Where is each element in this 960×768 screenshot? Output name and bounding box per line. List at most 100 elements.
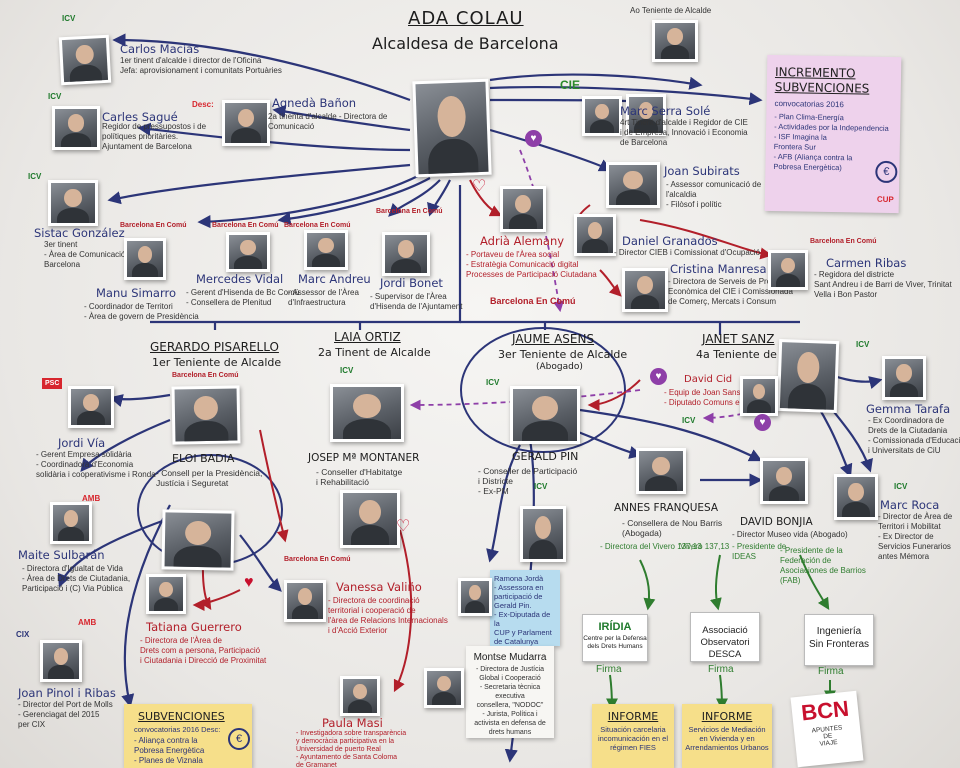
ada-colau-photo <box>412 78 492 178</box>
teniente-label: Ao Teniente de Alcalde <box>630 6 712 15</box>
mayor-title: Alcaldesa de Barcelona <box>372 34 559 53</box>
teniente-photo <box>652 20 698 62</box>
cix-logo: CIX <box>16 630 30 639</box>
sistac-photo <box>48 180 98 226</box>
mudarra-photo <box>424 668 464 708</box>
ortiz-photo <box>330 384 404 442</box>
bonjia-role: - Director Museo vida (Abogado) <box>732 530 848 539</box>
subvenciones-sub: convocatorias 2016 Desc: <box>134 725 221 734</box>
serra-name: Marc Serra Solé <box>620 104 711 118</box>
icv-logo-4: ICV <box>340 366 354 375</box>
roca-photo <box>834 474 878 520</box>
valino-name: Vanessa Valiño <box>336 580 422 594</box>
sague-photo <box>52 106 100 150</box>
icv-logo-9: ICV <box>894 482 908 491</box>
mercedes-name: Mercedes Vidal <box>196 272 284 286</box>
granados-photo <box>574 214 616 256</box>
pisarello-photo <box>171 385 241 445</box>
icv-logo-6: ICV <box>682 416 696 425</box>
euro-icon-2: € <box>228 728 250 750</box>
asens-name: JAUME ASENS <box>512 332 595 346</box>
valino-photo <box>284 580 326 622</box>
agneda-photo <box>222 100 270 146</box>
icv-logo-2: ICV <box>48 92 62 101</box>
subaran-role: - Directora d'Igualtat de Vida- Àrea de … <box>22 564 131 593</box>
manresa-photo <box>622 268 668 312</box>
franquesa-vivero: - Directora del Vivero 137,13 <box>600 542 702 551</box>
carlos-name: Carlos Macías <box>120 42 200 56</box>
subvenciones-note: SUBVENCIONES convocatorias 2016 Desc: - … <box>124 704 252 768</box>
via-photo <box>68 386 114 428</box>
alemany-role: - Portaveu de l'Àrea social- Estratègia … <box>466 250 597 279</box>
heart-icon-2: ♥ <box>244 574 254 591</box>
badia-photo <box>161 509 235 571</box>
via-name: Jordi Vía <box>58 436 106 450</box>
informe-title-1: INFORME <box>607 710 659 723</box>
bec-logo-2: Barcelona En Comú <box>212 222 279 229</box>
icv-logo-7: ICV <box>856 340 870 349</box>
broken-heart-icon: ♥ <box>525 130 542 147</box>
bec-logo-6: Barcelona En Comú <box>490 296 576 306</box>
mudarra-name: Montse Mudarra <box>473 652 547 663</box>
subaran-photo <box>50 502 92 544</box>
cid-role: - Equip de Joan Sans- Diputado Comuns en… <box>664 388 768 407</box>
guerrero-name: Tatiana Guerrero <box>146 620 242 634</box>
ortiz-role: 2a Tinent de Alcalde <box>318 346 431 359</box>
psc-logo: PSC <box>42 378 63 389</box>
asens-role-1: 3er Teniente de Alcalde <box>498 348 628 361</box>
mercedes-role: - Gerent d'Hisenda de Bc Comú- Conseller… <box>186 288 300 307</box>
cid-photo <box>740 376 778 416</box>
bec-logo-5: Barcelona En Comú <box>810 238 877 245</box>
broken-heart-icon-3: ♥ <box>754 414 771 431</box>
bec-logo: Barcelona En Comú <box>120 222 187 229</box>
informe-title-2: INFORME <box>701 710 753 723</box>
ribas-photo <box>768 250 808 290</box>
carlos-role: 1er tinent d'alcalde i director de l'Ofi… <box>120 56 282 75</box>
sague-name: Carles Sagué <box>102 110 178 124</box>
firma-label-2: Firma <box>708 664 734 675</box>
via-role: - Gerent Empresa solidària- Coordinadora… <box>36 450 156 479</box>
amb-logo: AMB <box>82 494 101 503</box>
franquesa-role: - Consellera de Nou Barris(Abogada) <box>622 518 723 538</box>
jorda-name: Ramona Jordà <box>494 574 544 583</box>
pin-photo <box>520 506 566 562</box>
bec-logo-8: Barcelona En Comú <box>284 556 351 563</box>
roca-name: Marc Roca <box>880 498 940 512</box>
pisarello-name: GERARDO PISARELLO <box>150 340 279 354</box>
jorda-photo <box>458 578 492 616</box>
alemany-photo <box>500 186 546 232</box>
agneda-name: Agnedà Bañon <box>272 96 357 110</box>
andreu-photo <box>304 230 348 270</box>
icv-logo-3: ICV <box>28 172 42 181</box>
badia-role: - Consell per la Presidència,Justícia i … <box>156 468 263 488</box>
firma-label-1: Firma <box>596 664 622 675</box>
pinol-role: - Director del Port de Molls- Gerenciaga… <box>18 700 113 729</box>
mercedes-photo <box>226 232 270 272</box>
cie-logo: CIE <box>560 78 581 92</box>
pisarello-role: 1er Teniente de Alcalde <box>152 356 282 369</box>
bec-logo-3: Barcelona En Comú <box>284 222 351 229</box>
manu-name: Manu Simarro <box>96 286 176 300</box>
sanz-photo <box>776 338 840 414</box>
